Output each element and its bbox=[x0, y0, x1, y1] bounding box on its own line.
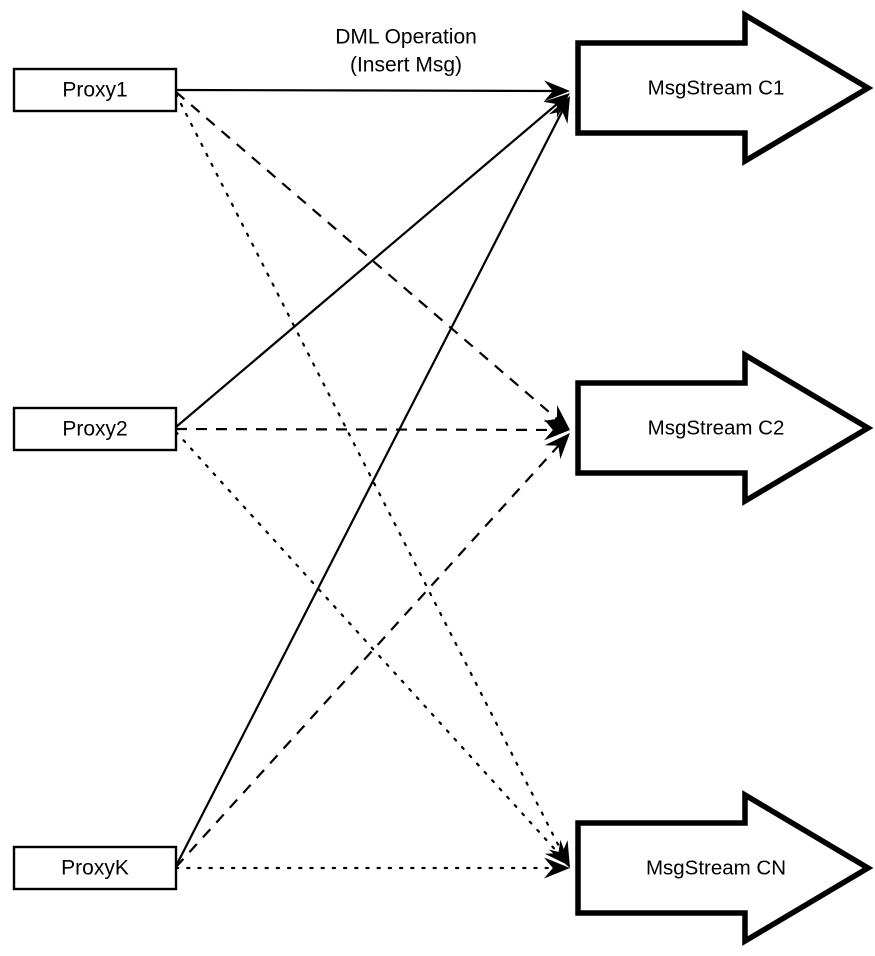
proxy-box-rect bbox=[12, 406, 178, 452]
block-arrow-shape bbox=[575, 10, 874, 166]
stream-label: MsgStream CN bbox=[646, 856, 786, 879]
edge-proxy2-to-msgstream-c1 bbox=[175, 93, 570, 428]
edge-line bbox=[174, 430, 562, 857]
edge-proxyk-to-msgstream-cn bbox=[174, 857, 570, 879]
edge-line bbox=[174, 92, 565, 857]
edge-arrowhead bbox=[544, 839, 570, 866]
proxy-box-rect bbox=[12, 845, 178, 891]
block-arrow-shape bbox=[575, 350, 874, 506]
edge-proxy2-to-msgstream-cn bbox=[174, 430, 570, 866]
stream-msgstream-c2[interactable]: MsgStream C2 bbox=[575, 350, 874, 506]
streams-layer: MsgStream C1 MsgStream C2 MsgStream CN bbox=[575, 10, 874, 946]
edge-proxy1-to-msgstream-c1 bbox=[175, 80, 570, 102]
edge-line bbox=[175, 108, 565, 867]
proxy-node-proxy2[interactable]: Proxy2 bbox=[12, 406, 178, 452]
annotation-line-1: DML Operation bbox=[335, 26, 477, 49]
edges-layer bbox=[174, 80, 570, 879]
edge-line bbox=[175, 427, 556, 432]
edge-line bbox=[175, 101, 560, 428]
edge-line bbox=[175, 91, 560, 422]
annotations-layer: DML Operation (Insert Msg) bbox=[335, 26, 477, 77]
stream-msgstream-c1[interactable]: MsgStream C1 bbox=[575, 10, 874, 166]
proxy-node-proxy1[interactable]: Proxy1 bbox=[12, 67, 178, 113]
edge-arrowhead bbox=[543, 93, 570, 118]
proxy-label: Proxy1 bbox=[62, 79, 127, 102]
edge-arrowhead bbox=[548, 96, 570, 124]
stream-label: MsgStream C2 bbox=[648, 416, 785, 439]
edge-arrowhead bbox=[544, 433, 570, 460]
edge-proxy2-to-msgstream-c2 bbox=[175, 419, 570, 441]
proxy-label: Proxy2 bbox=[62, 418, 127, 441]
stream-msgstream-cn[interactable]: MsgStream CN bbox=[575, 790, 874, 946]
proxy-node-proxyk[interactable]: ProxyK bbox=[12, 845, 178, 891]
edge-line bbox=[175, 88, 556, 93]
proxy-label: ProxyK bbox=[61, 857, 129, 880]
edge-line bbox=[175, 442, 562, 868]
stream-label: MsgStream C1 bbox=[648, 76, 785, 99]
edge-proxyk-to-msgstream-c2 bbox=[175, 433, 570, 868]
edge-arrowhead bbox=[543, 80, 570, 102]
proxy-box-rect bbox=[12, 67, 178, 113]
edge-proxy1-to-msgstream-c2 bbox=[175, 91, 570, 430]
edge-arrowhead bbox=[543, 419, 570, 441]
edge-proxyk-to-msgstream-c1 bbox=[175, 96, 570, 867]
annotation-line-2: (Insert Msg) bbox=[350, 54, 462, 77]
block-arrow-shape bbox=[575, 790, 874, 946]
annotation-dml-operation-label: DML Operation (Insert Msg) bbox=[335, 26, 477, 77]
edge-arrowhead bbox=[543, 405, 570, 430]
edge-arrowhead bbox=[544, 857, 570, 879]
